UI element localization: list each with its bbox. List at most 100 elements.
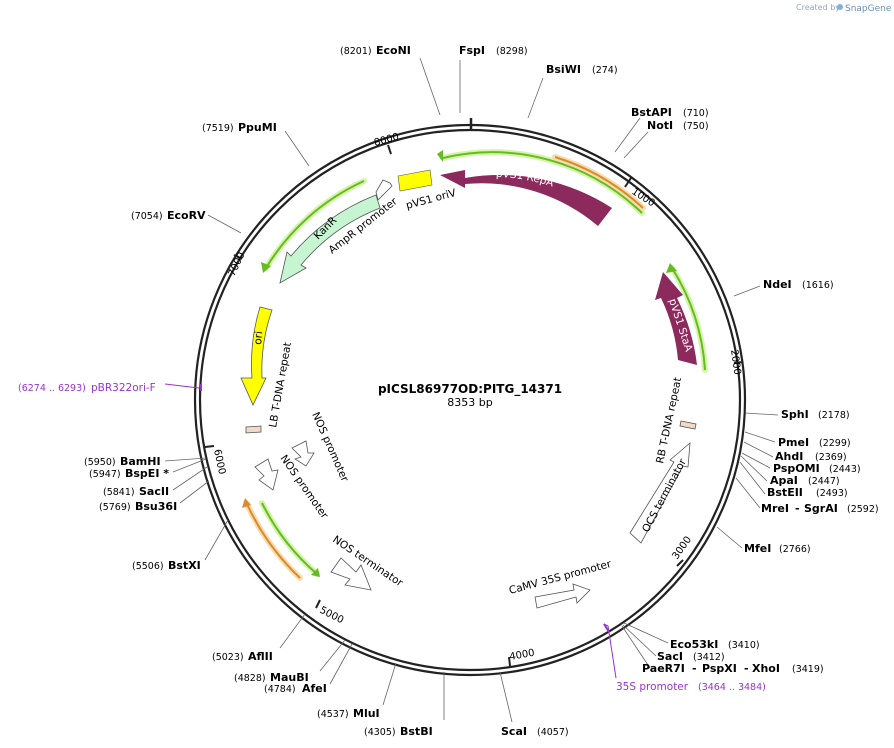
site-fspi-pos: (8298) xyxy=(496,46,528,57)
site-sphi-pos: (2178) xyxy=(818,410,850,421)
tick-8000 xyxy=(387,144,392,155)
site-bstbi-pos: (4305) xyxy=(364,727,396,738)
site-bamhi-name[interactable]: BamHI xyxy=(120,455,161,468)
site-bspei-name[interactable]: BspEI * xyxy=(125,467,169,480)
site-fspi-name[interactable]: FspI xyxy=(459,44,485,57)
site-ndei-pos: (1616) xyxy=(802,280,834,291)
site-sgrai-name[interactable]: SgrAI xyxy=(804,502,838,515)
orf-orange-line-left xyxy=(246,503,301,579)
tick-3000 xyxy=(676,559,684,567)
site-apai-name[interactable]: ApaI xyxy=(770,474,798,487)
credit-brand: SnapGene xyxy=(845,4,892,14)
camv-35s-promoter-arrow[interactable] xyxy=(534,583,591,609)
site-ahdi-pos: (2369) xyxy=(815,452,847,463)
site-ecorv-name[interactable]: EcoRV xyxy=(167,209,206,222)
site-bsiwi-pos: (274) xyxy=(592,65,618,76)
kanr-arrow[interactable] xyxy=(279,194,381,284)
site-bstxi-name[interactable]: BstXI xyxy=(168,559,201,572)
tick-5000 xyxy=(315,599,321,609)
repa-orf-line xyxy=(442,151,643,214)
site-pmei-name[interactable]: PmeI xyxy=(778,436,809,449)
kanr-orf-glow xyxy=(263,178,367,271)
site-ppumi-pos: (7519) xyxy=(202,123,234,134)
site-mlui-pos: (4537) xyxy=(317,709,349,720)
site-afei-name[interactable]: AfeI xyxy=(302,682,327,695)
site-paer7i-name[interactable]: PaeR7I xyxy=(642,662,685,675)
site-eco53ki-pos: (3410) xyxy=(728,640,760,651)
site-mlui-name[interactable]: MluI xyxy=(353,707,380,720)
site-maubi-pos: (4828) xyxy=(234,673,266,684)
site-saci-pos: (3412) xyxy=(693,652,725,663)
tick-6000 xyxy=(204,445,215,448)
pvs1-oriv-box[interactable] xyxy=(397,169,433,192)
primer-35s-name: 35S promoter xyxy=(616,681,689,693)
ori-arrow[interactable] xyxy=(240,306,273,406)
tick-1000 xyxy=(624,177,632,188)
tick-label-4000: 4000 xyxy=(509,648,536,663)
tick-label-2000: 2000 xyxy=(728,349,742,376)
site-mfei-pos: (2766) xyxy=(779,544,811,555)
site-xhoi-name[interactable]: XhoI xyxy=(752,662,780,675)
camv-35s-label: CaMV 35S promoter xyxy=(508,558,614,597)
site-mfei-name[interactable]: MfeI xyxy=(744,542,771,555)
site-ahdi-name[interactable]: AhdI xyxy=(775,450,803,463)
kanr-orf-line xyxy=(265,180,365,269)
site-bsteii-name[interactable]: BstEII xyxy=(767,486,803,499)
site-saci-name[interactable]: SacI xyxy=(657,650,683,663)
site-ppumi-name[interactable]: PpuMI xyxy=(238,121,277,134)
site-bsu36i-pos: (5769) xyxy=(99,502,131,513)
site-eco53ki-name[interactable]: Eco53kI xyxy=(670,638,718,651)
site-aflii-pos: (5023) xyxy=(212,652,244,663)
orf-orange-glow-left xyxy=(244,501,303,581)
site-ecorv-pos: (7054) xyxy=(131,211,163,222)
lb-tdna-repeat-box[interactable] xyxy=(245,425,262,434)
site-bsteii-pos: (2493) xyxy=(816,488,848,499)
site-scai-pos: (4057) xyxy=(537,727,569,738)
site-mrei-name[interactable]: MreI xyxy=(761,502,789,515)
tick-7000 xyxy=(233,254,243,260)
site-noti-name[interactable]: NotI xyxy=(647,119,673,132)
site-maubi-name[interactable]: MauBI xyxy=(270,671,309,684)
site-paer7i-sep: - xyxy=(692,662,697,675)
primer-35s-pos: (3464 .. 3484) xyxy=(698,682,766,693)
site-paer7i-pos: (3419) xyxy=(792,664,824,675)
site-bstapi-name[interactable]: BstAPI xyxy=(631,106,672,119)
primer-pbr322ori-pos: (6274 .. 6293) xyxy=(18,383,86,394)
site-econi-pos: (8201) xyxy=(340,46,372,57)
site-bstbi-name[interactable]: BstBI xyxy=(400,725,433,738)
snapgene-logo-icon xyxy=(837,4,843,10)
site-pspomi-pos: (2443) xyxy=(829,464,861,475)
nos-promoter-1-label: NOS promoter xyxy=(309,410,351,484)
site-scai-name[interactable]: ScaI xyxy=(501,725,527,738)
site-sacii-pos: (5841) xyxy=(103,487,135,498)
site-econi-name[interactable]: EcoNI xyxy=(376,44,411,57)
site-bsiwi-name[interactable]: BsiWI xyxy=(546,63,581,76)
tick-label-5000: 5000 xyxy=(318,605,346,626)
kb-ticks xyxy=(204,144,744,667)
tick-label-8000: 8000 xyxy=(373,132,400,149)
site-bspei-pos: (5947) xyxy=(89,469,121,480)
pvs1-oriv-label: pVS1 oriV xyxy=(405,187,459,212)
site-ndei-name[interactable]: NdeI xyxy=(763,278,792,291)
ampr-promoter-arrow[interactable] xyxy=(375,179,393,201)
pvs1-repa-arrow[interactable] xyxy=(440,170,612,226)
site-mrei-pos: (2592) xyxy=(847,504,879,515)
site-bsu36i-name[interactable]: Bsu36I xyxy=(135,500,177,513)
site-pspxi-name[interactable]: PspXI xyxy=(702,662,737,675)
site-pmei-pos: (2299) xyxy=(819,438,851,449)
rb-tdna-repeat-box[interactable] xyxy=(679,420,697,430)
site-noti-pos: (750) xyxy=(683,121,709,132)
nos-terminator-arrow[interactable] xyxy=(330,557,372,591)
site-sphi-name[interactable]: SphI xyxy=(781,408,809,421)
plasmid-name: pICSL86977OD:PITG_14371 xyxy=(378,382,562,397)
site-aflii-name[interactable]: AflII xyxy=(248,650,273,663)
site-pspomi-name[interactable]: PspOMI xyxy=(773,462,820,475)
pvs1-staa-arrow[interactable] xyxy=(655,272,697,365)
repa-orf2-line xyxy=(554,156,644,209)
ocs-terminator-arrow[interactable] xyxy=(629,442,691,544)
repa-orf-arrowhead xyxy=(437,150,443,162)
nos-promoter-arrow-2[interactable] xyxy=(254,458,279,491)
nos-promoter-arrow-1[interactable] xyxy=(291,440,315,467)
site-sacii-name[interactable]: SacII xyxy=(139,485,169,498)
